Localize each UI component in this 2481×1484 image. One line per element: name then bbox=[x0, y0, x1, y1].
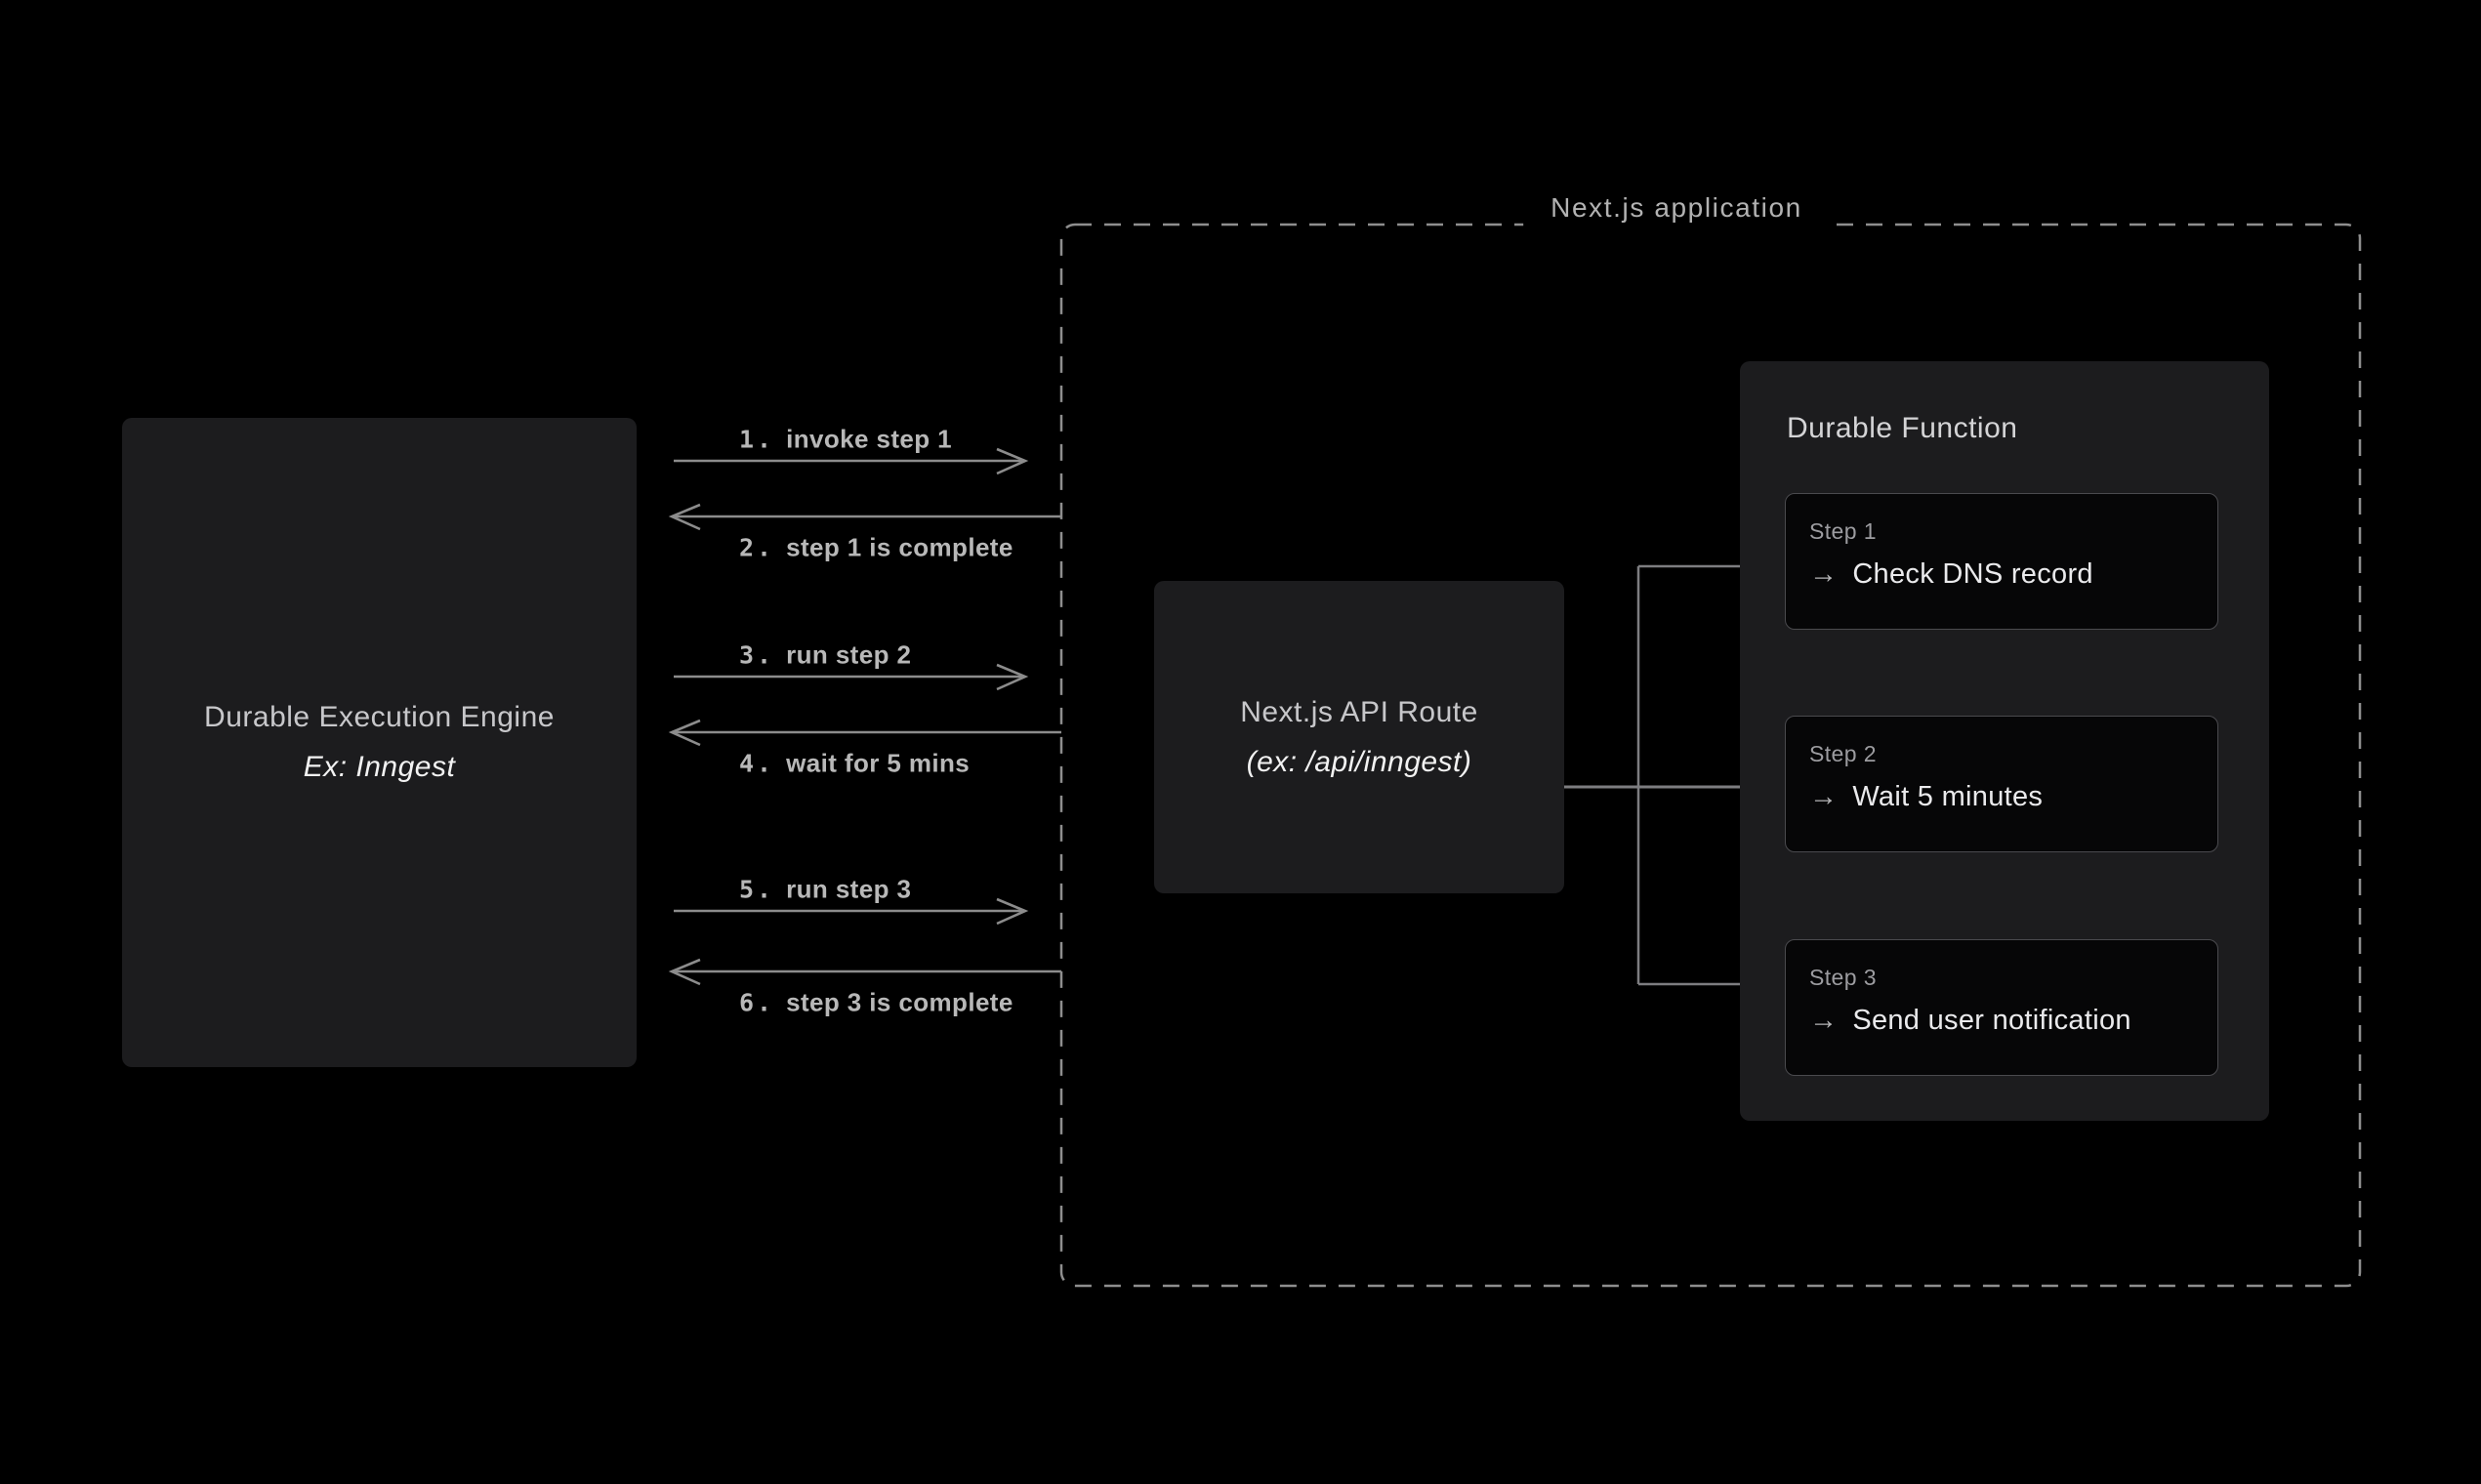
message-label-2: 2. step 1 is complete bbox=[739, 533, 1013, 563]
step-2-action: → Wait 5 minutes bbox=[1809, 781, 2217, 813]
step-3-action: → Send user notification bbox=[1809, 1005, 2217, 1037]
message-number: 5. bbox=[739, 875, 775, 904]
step-2-action-text: Wait 5 minutes bbox=[1852, 781, 2044, 812]
wait-5-mins-arrow bbox=[668, 719, 1061, 747]
nextjs-application-label: Next.js application bbox=[1523, 186, 1830, 233]
nextjs-api-route-box: Next.js API Route (ex: /api/inngest) bbox=[1154, 581, 1564, 893]
message-text: wait for 5 mins bbox=[786, 748, 971, 778]
durable-execution-engine-box: Durable Execution Engine Ex: Inngest bbox=[122, 418, 637, 1067]
step-1-action-text: Check DNS record bbox=[1852, 558, 2093, 590]
step-box-3: Step 3 → Send user notification bbox=[1785, 939, 2218, 1076]
right-arrow-icon: → bbox=[1809, 558, 1839, 590]
step-3-action-text: Send user notification bbox=[1852, 1005, 2131, 1036]
message-number: 3. bbox=[739, 640, 775, 670]
durable-function-title: Durable Function bbox=[1787, 412, 2018, 444]
engine-box-subtitle: Ex: Inngest bbox=[303, 751, 456, 783]
message-text: run step 2 bbox=[786, 639, 912, 670]
message-text: invoke step 1 bbox=[786, 424, 953, 454]
run-step-2-arrow bbox=[674, 663, 1029, 691]
step-1-action: → Check DNS record bbox=[1809, 558, 2217, 591]
message-number: 6. bbox=[739, 988, 775, 1017]
message-text: run step 3 bbox=[786, 874, 912, 904]
message-label-1: 1. invoke step 1 bbox=[739, 425, 952, 455]
step-2-label: Step 2 bbox=[1809, 741, 1877, 766]
message-text: step 3 is complete bbox=[786, 987, 1013, 1017]
message-number: 1. bbox=[739, 425, 775, 454]
right-arrow-icon: → bbox=[1809, 1005, 1839, 1036]
api-route-subtitle: (ex: /api/inngest) bbox=[1246, 745, 1472, 778]
message-number: 2. bbox=[739, 533, 775, 562]
durable-function-panel: Durable Function Step 1 → Check DNS recor… bbox=[1740, 361, 2269, 1121]
step-1-complete-arrow bbox=[668, 503, 1061, 531]
message-number: 4. bbox=[739, 749, 775, 778]
api-route-title: Next.js API Route bbox=[1240, 695, 1478, 728]
step-1-label: Step 1 bbox=[1809, 518, 1877, 544]
invoke-step-1-arrow bbox=[674, 447, 1029, 475]
step-box-1: Step 1 → Check DNS record bbox=[1785, 493, 2218, 630]
engine-box-title: Durable Execution Engine bbox=[204, 701, 555, 733]
message-label-5: 5. run step 3 bbox=[739, 875, 911, 905]
step-3-label: Step 3 bbox=[1809, 965, 1877, 990]
message-text: step 1 is complete bbox=[786, 532, 1013, 562]
run-step-3-arrow bbox=[674, 897, 1029, 926]
step-3-complete-arrow bbox=[668, 958, 1061, 986]
message-label-4: 4. wait for 5 mins bbox=[739, 749, 970, 779]
message-label-6: 6. step 3 is complete bbox=[739, 988, 1013, 1018]
right-arrow-icon: → bbox=[1809, 781, 1839, 812]
message-label-3: 3. run step 2 bbox=[739, 640, 911, 671]
step-box-2: Step 2 → Wait 5 minutes bbox=[1785, 716, 2218, 852]
